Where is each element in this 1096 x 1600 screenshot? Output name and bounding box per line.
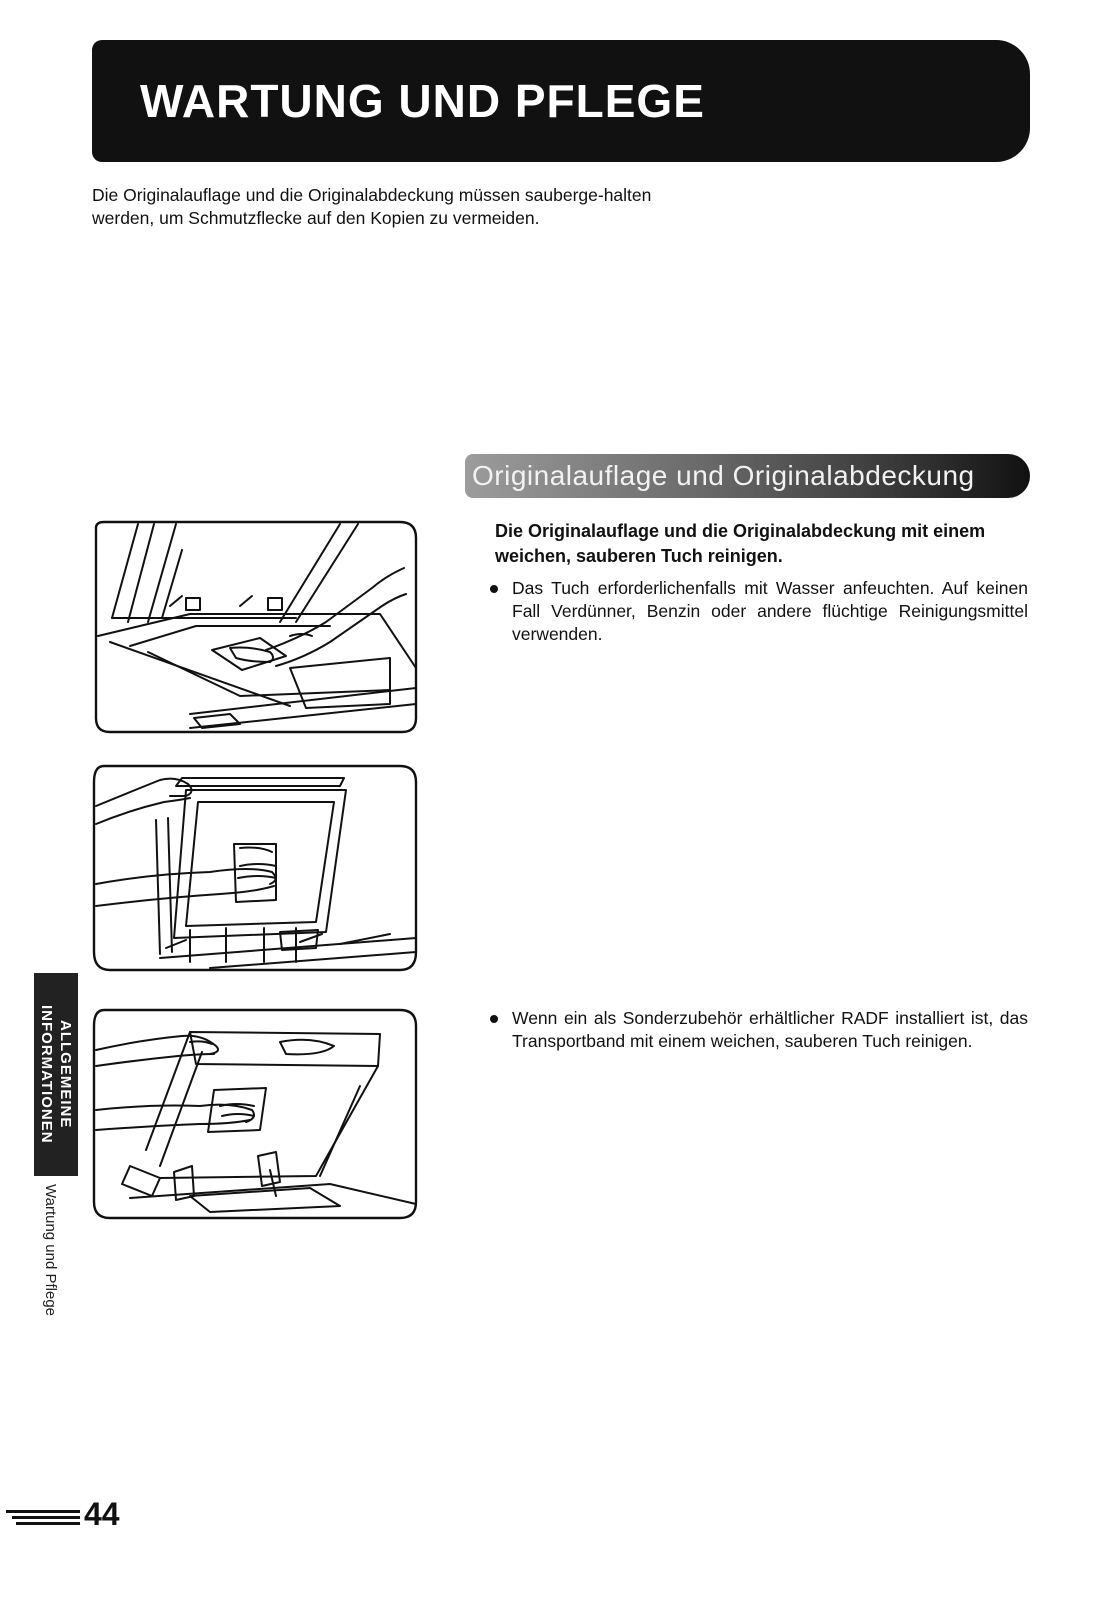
page-number: 44 (84, 1496, 120, 1532)
side-section-label: Wartung und Pflege (42, 1184, 59, 1317)
illustration-cleaning-cover-underside (92, 764, 418, 972)
page-marker-icon (6, 1510, 80, 1525)
bullet-item-2: Wenn ein als Sonderzubehör erhältlicher … (490, 1007, 1028, 1053)
illustration-cleaning-radf-belt (92, 1008, 418, 1220)
bullet-item-1: Das Tuch erforderlichenfalls mit Wasser … (490, 577, 1028, 646)
bullet-dot-icon (490, 585, 498, 593)
title-banner (92, 40, 1030, 162)
section-title: Originalauflage und Originalabdeckung (472, 460, 975, 491)
section-banner (465, 454, 1030, 498)
intro-paragraph: Die Originalauflage und die Originalabde… (92, 185, 652, 228)
illustration-cleaning-document-glass (94, 520, 418, 734)
page-title: WARTUNG UND PFLEGE (140, 75, 705, 127)
bullet-text-2: Wenn ein als Sonderzubehör erhältlicher … (512, 1008, 1028, 1051)
bullet-dot-icon (490, 1015, 498, 1023)
bullet-text-1: Das Tuch erforderlichenfalls mit Wasser … (512, 578, 1028, 644)
main-instruction: Die Originalauflage und die Originalabde… (495, 521, 986, 566)
chapter-tab (34, 973, 78, 1176)
chapter-tab-label: ALLGEMEINE INFORMATIONEN (38, 1005, 74, 1144)
